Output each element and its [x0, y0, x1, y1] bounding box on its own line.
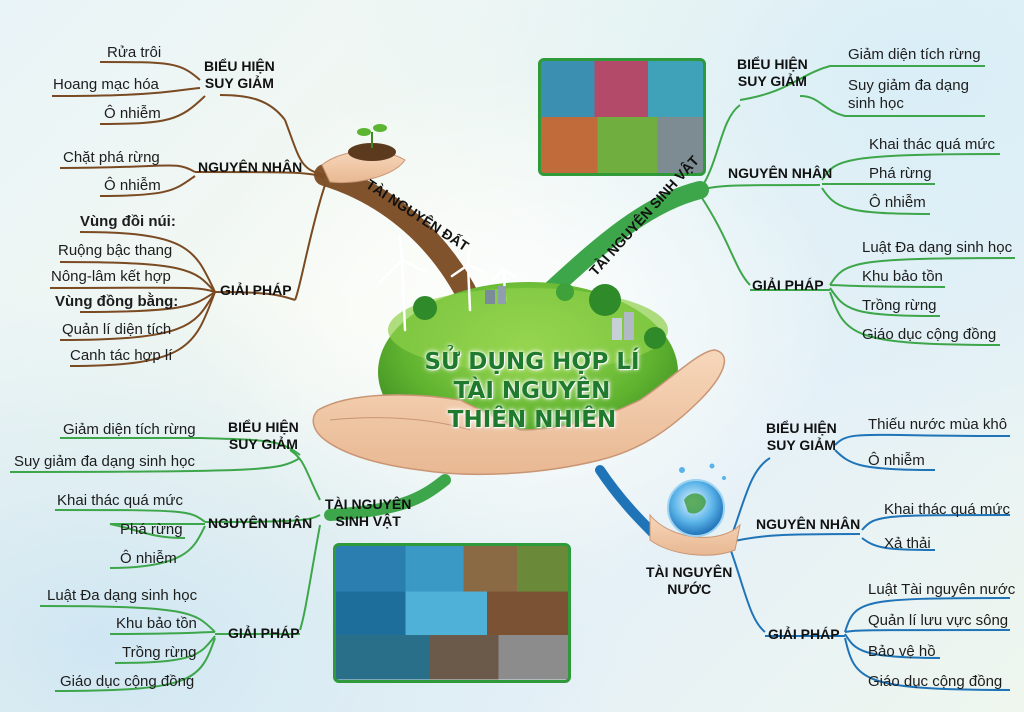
water-giai-phap-item: Quản lí lưu vực sông	[868, 612, 1009, 629]
soil-giai-phap-item: Vùng đồi núi:	[80, 213, 176, 230]
bio-right-giai-phap-item: Khu bảo tồn	[862, 268, 943, 285]
soil-branch	[49, 61, 481, 367]
water-giai-phap-item: Giáo dục cộng đồng	[868, 673, 1003, 690]
soil-giai-phap-item: Nông-lâm kết hợp	[51, 268, 171, 285]
bio-left-branch	[9, 437, 451, 692]
marine-photo-collage	[538, 58, 706, 176]
bio-left-giai-phap-item: Khu bảo tồn	[116, 615, 197, 632]
bio-right-nguyen-nhan-item: Phá rừng	[869, 165, 932, 182]
water-globe-illustration	[649, 463, 741, 556]
water-giai-phap-item: Bảo vệ hồ	[868, 643, 936, 660]
bio-left-bieu-hien-item: Giảm diện tích rừng	[63, 421, 196, 438]
water-nguyen-nhan-item: Khai thác quá mức	[884, 501, 1010, 518]
soil-giai-phap-item: Quản lí diện tích	[62, 321, 172, 338]
soil-nguyen-nhan-item: Chặt phá rừng	[63, 149, 160, 166]
bio-left-branch-label: TÀI NGUYÊN SINH VẬT	[325, 496, 412, 529]
bio-left-bieu-hien-item: Suy giảm đa dạng sinh học	[14, 453, 195, 470]
central-title-line-2: TÀI NGUYÊN	[453, 378, 611, 404]
bio-left-giai-phap-item: Trồng rừng	[122, 644, 197, 661]
soil-bieu-hien-item: Rửa trôi	[107, 44, 162, 61]
water-bieu-hien-item: Ô nhiễm	[868, 452, 925, 469]
bio-right-giai-phap-header: GIẢI PHÁP	[752, 277, 824, 293]
bio-right-giai-phap-item: Luật Đa dạng sinh học	[862, 239, 1013, 256]
soil-giai-phap-header: GIẢI PHÁP	[220, 282, 292, 298]
central-title-line-1: SỬ DỤNG HỢP LÍ	[424, 349, 640, 375]
bio-right-nguyen-nhan-item: Khai thác quá mức	[869, 136, 995, 153]
bio-right-giai-phap-item: Trồng rừng	[862, 297, 937, 314]
water-giai-phap-item: Luật Tài nguyên nước	[868, 581, 1016, 598]
bio-right-bieu-hien-item: sinh học	[848, 95, 904, 112]
bio-left-giai-phap-item: Giáo dục cộng đồng	[60, 673, 195, 690]
central-globe-illustration	[312, 234, 726, 476]
soil-giai-phap-item: Canh tác hợp lí	[70, 347, 173, 364]
soil-nguyen-nhan-header: NGUYÊN NHÂN	[198, 159, 303, 175]
bio-left-giai-phap-item: Luật Đa dạng sinh học	[47, 587, 198, 604]
bio-left-nguyen-nhan-header: NGUYÊN NHÂN	[208, 515, 313, 531]
water-branch-label: TÀI NGUYÊN NƯỚC	[646, 564, 733, 597]
water-nguyen-nhan-header: NGUYÊN NHÂN	[756, 516, 861, 532]
water-giai-phap-header: GIẢI PHÁP	[768, 626, 840, 642]
water-nguyen-nhan-item: Xả thải	[884, 535, 931, 552]
bio-right-bieu-hien-item: Suy giảm đa dạng	[848, 77, 969, 94]
water-bieu-hien-item: Thiếu nước mùa khô	[868, 416, 1008, 433]
central-title-line-3: THIÊN NHIÊN	[447, 407, 617, 433]
soil-bieu-hien-header: BIỂU HIỆN SUY GIẢM	[204, 58, 275, 91]
bio-right-nguyen-nhan-header: NGUYÊN NHÂN	[728, 165, 833, 181]
bio-right-giai-phap-item: Giáo dục cộng đồng	[862, 326, 997, 343]
seedling-hand-illustration	[321, 124, 406, 184]
soil-bieu-hien-item: Ô nhiễm	[104, 105, 161, 122]
bio-left-bieu-hien-header: BIỂU HIỆN SUY GIẢM	[228, 419, 299, 452]
bio-right-bieu-hien-header: BIỂU HIỆN SUY GIẢM	[737, 56, 808, 89]
central-title: SỬ DỤNG HỢP LÍ TÀI NGUYÊN THIÊN NHIÊN	[420, 348, 644, 435]
bio-left-nguyen-nhan-item: Khai thác quá mức	[57, 492, 183, 509]
water-bieu-hien-header: BIỂU HIỆN SUY GIẢM	[766, 420, 837, 453]
bio-right-bieu-hien-item: Giảm diện tích rừng	[848, 46, 981, 63]
bio-right-branch	[531, 65, 1016, 346]
bio-left-nguyen-nhan-item: Phá rừng	[120, 521, 183, 538]
soil-bieu-hien-item: Hoang mạc hóa	[53, 76, 159, 93]
bio-left-nguyen-nhan-item: Ô nhiễm	[120, 550, 177, 567]
bio-right-nguyen-nhan-item: Ô nhiễm	[869, 194, 926, 211]
bio-left-giai-phap-header: GIẢI PHÁP	[228, 625, 300, 641]
soil-giai-phap-item: Ruộng bậc thang	[58, 242, 173, 259]
soil-giai-phap-item: Vùng đồng bằng:	[55, 293, 179, 310]
water-branch	[595, 433, 1011, 691]
soil-nguyen-nhan-item: Ô nhiễm	[104, 177, 161, 194]
wildlife-photo-collage	[333, 543, 571, 683]
